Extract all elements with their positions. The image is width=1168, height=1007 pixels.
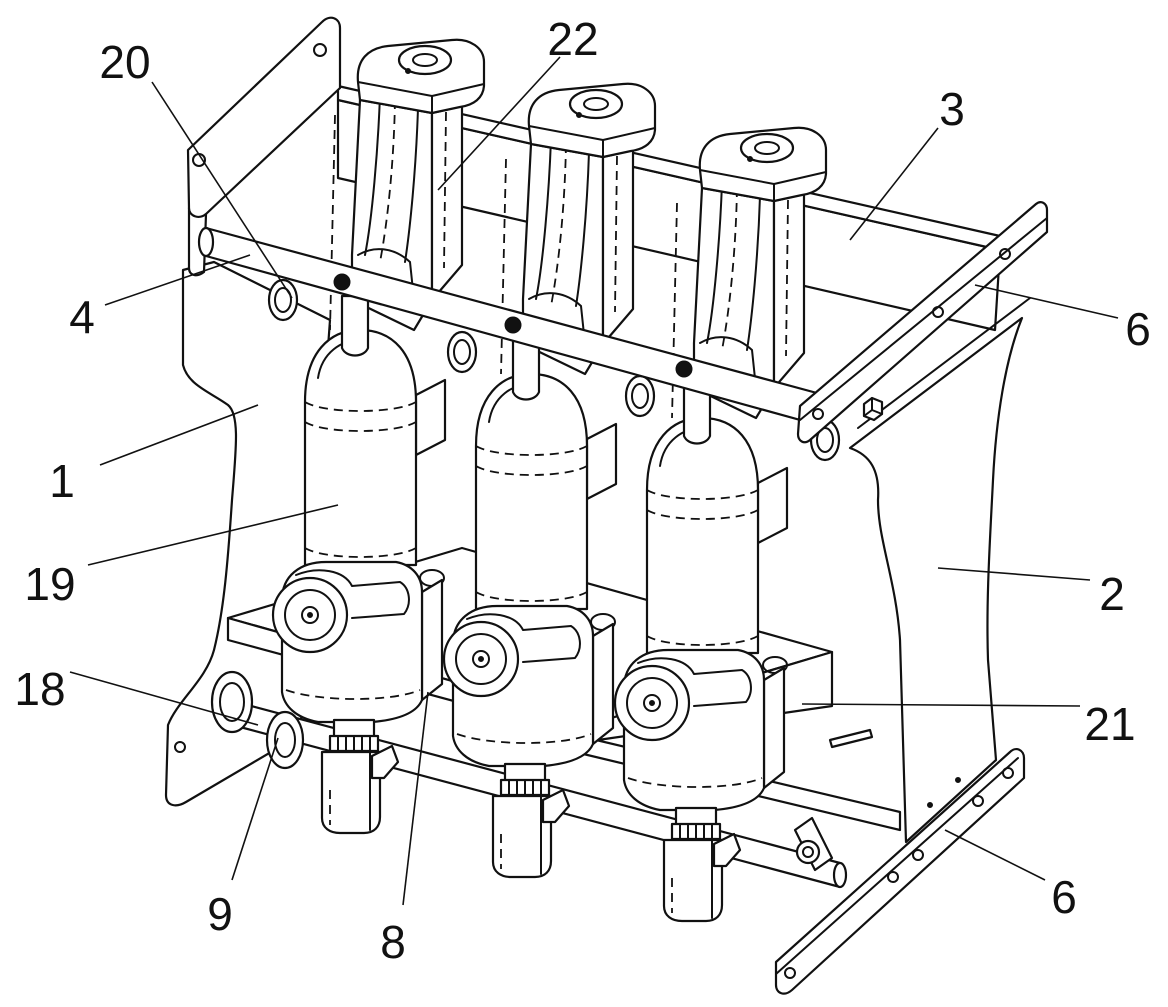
hex-bolt xyxy=(862,396,884,422)
leader-line-22 xyxy=(437,56,561,191)
label-19: 19 xyxy=(24,558,75,610)
label-9: 9 xyxy=(207,888,233,940)
leader-line-3 xyxy=(849,127,939,241)
leader-line-9 xyxy=(231,737,279,881)
leader-line-6-top xyxy=(974,284,1119,319)
mounting-hole xyxy=(999,248,1011,260)
right-side-plate xyxy=(848,297,1031,844)
reference-labels: 20 22 3 4 6 1 19 2 18 21 9 8 6 xyxy=(14,13,1150,968)
leader-line-8 xyxy=(402,691,429,906)
label-1: 1 xyxy=(49,455,75,507)
leader-line-1 xyxy=(99,404,259,466)
clamp-3 xyxy=(662,806,742,923)
leader-line-18 xyxy=(69,671,259,726)
label-6-bottom: 6 xyxy=(1051,871,1077,923)
leader-line-20 xyxy=(151,81,293,299)
leader-line-6-bottom xyxy=(944,829,1046,881)
label-3: 3 xyxy=(939,83,965,135)
bushing-ring-3 xyxy=(624,374,656,418)
label-22: 22 xyxy=(547,13,598,65)
clamp-2 xyxy=(491,762,571,879)
clamp-1 xyxy=(320,718,400,835)
shaft-collar-ring xyxy=(265,710,305,770)
mounting-hole xyxy=(812,408,824,420)
mounting-hole xyxy=(313,43,327,57)
leader-line-4 xyxy=(104,254,251,306)
mounting-hole xyxy=(1002,767,1014,779)
rod-fastener-1 xyxy=(333,273,351,291)
leader-line-19 xyxy=(87,504,339,566)
mounting-hole xyxy=(932,306,944,318)
leader-lines xyxy=(69,56,1119,906)
bushing-ring-2 xyxy=(446,330,478,374)
label-20: 20 xyxy=(99,36,150,88)
label-4: 4 xyxy=(69,291,95,343)
leader-line-21 xyxy=(801,703,1081,707)
mounting-hole xyxy=(912,849,924,861)
label-8: 8 xyxy=(380,916,406,968)
mounting-hole xyxy=(972,795,984,807)
label-2: 2 xyxy=(1099,568,1125,620)
bottom-right-bracket xyxy=(774,748,1026,995)
label-21: 21 xyxy=(1084,698,1135,750)
leader-line-2 xyxy=(937,567,1091,581)
label-6-top: 6 xyxy=(1125,303,1151,355)
top-left-bracket xyxy=(186,16,342,277)
bushing-ring-1 xyxy=(267,278,299,322)
mounting-hole xyxy=(784,967,796,979)
shaft-crank xyxy=(793,816,834,872)
rod-fastener-2 xyxy=(504,316,522,334)
rod-fastener-3 xyxy=(675,360,693,378)
shaft-bearing-ring xyxy=(210,670,254,734)
mounting-hole xyxy=(887,871,899,883)
label-18: 18 xyxy=(14,663,65,715)
top-right-bracket xyxy=(796,201,1049,444)
mounting-hole xyxy=(174,741,186,753)
